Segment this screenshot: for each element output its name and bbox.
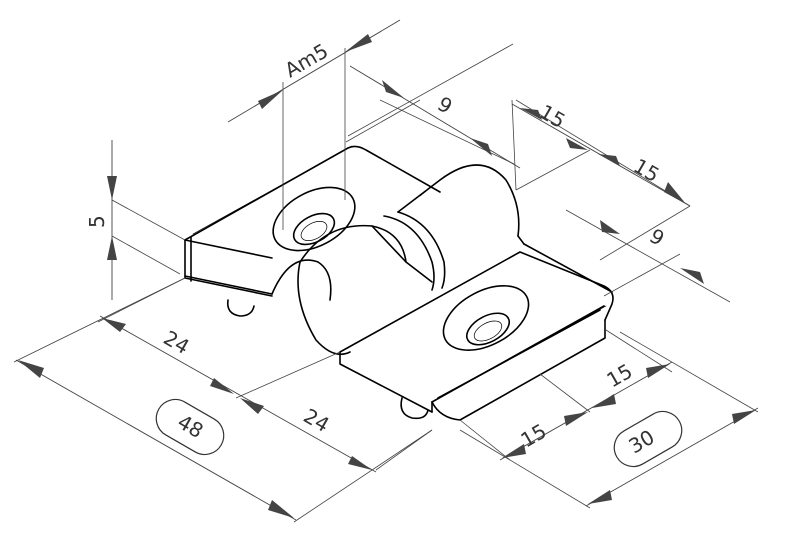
overall-length-label: 48 [174, 410, 208, 444]
overall-depth-label: 30 [625, 425, 659, 459]
overall-depth-pill [613, 410, 683, 468]
hinge-part [184, 145, 614, 421]
right-pitch-right-label: 15 [630, 154, 664, 188]
height-label: 5 [85, 215, 109, 228]
underside-bosses [226, 299, 429, 420]
right-countersunk-hole [442, 285, 530, 351]
dimension-lines [13, 19, 759, 523]
overall-length-pill [155, 398, 225, 456]
knuckle [297, 164, 525, 356]
depth-half-2-label: 15 [603, 359, 637, 393]
right-pitch-left-label: 15 [536, 100, 570, 134]
dimension-labels: Am5 9 15 15 9 5 24 24 48 15 15 30 [85, 39, 669, 459]
right-leaf [339, 243, 614, 421]
front-half-1-label: 24 [160, 326, 194, 360]
top-inset-label: 9 [434, 92, 457, 119]
right-inset-label: 9 [646, 224, 669, 251]
left-leaf [184, 145, 441, 301]
